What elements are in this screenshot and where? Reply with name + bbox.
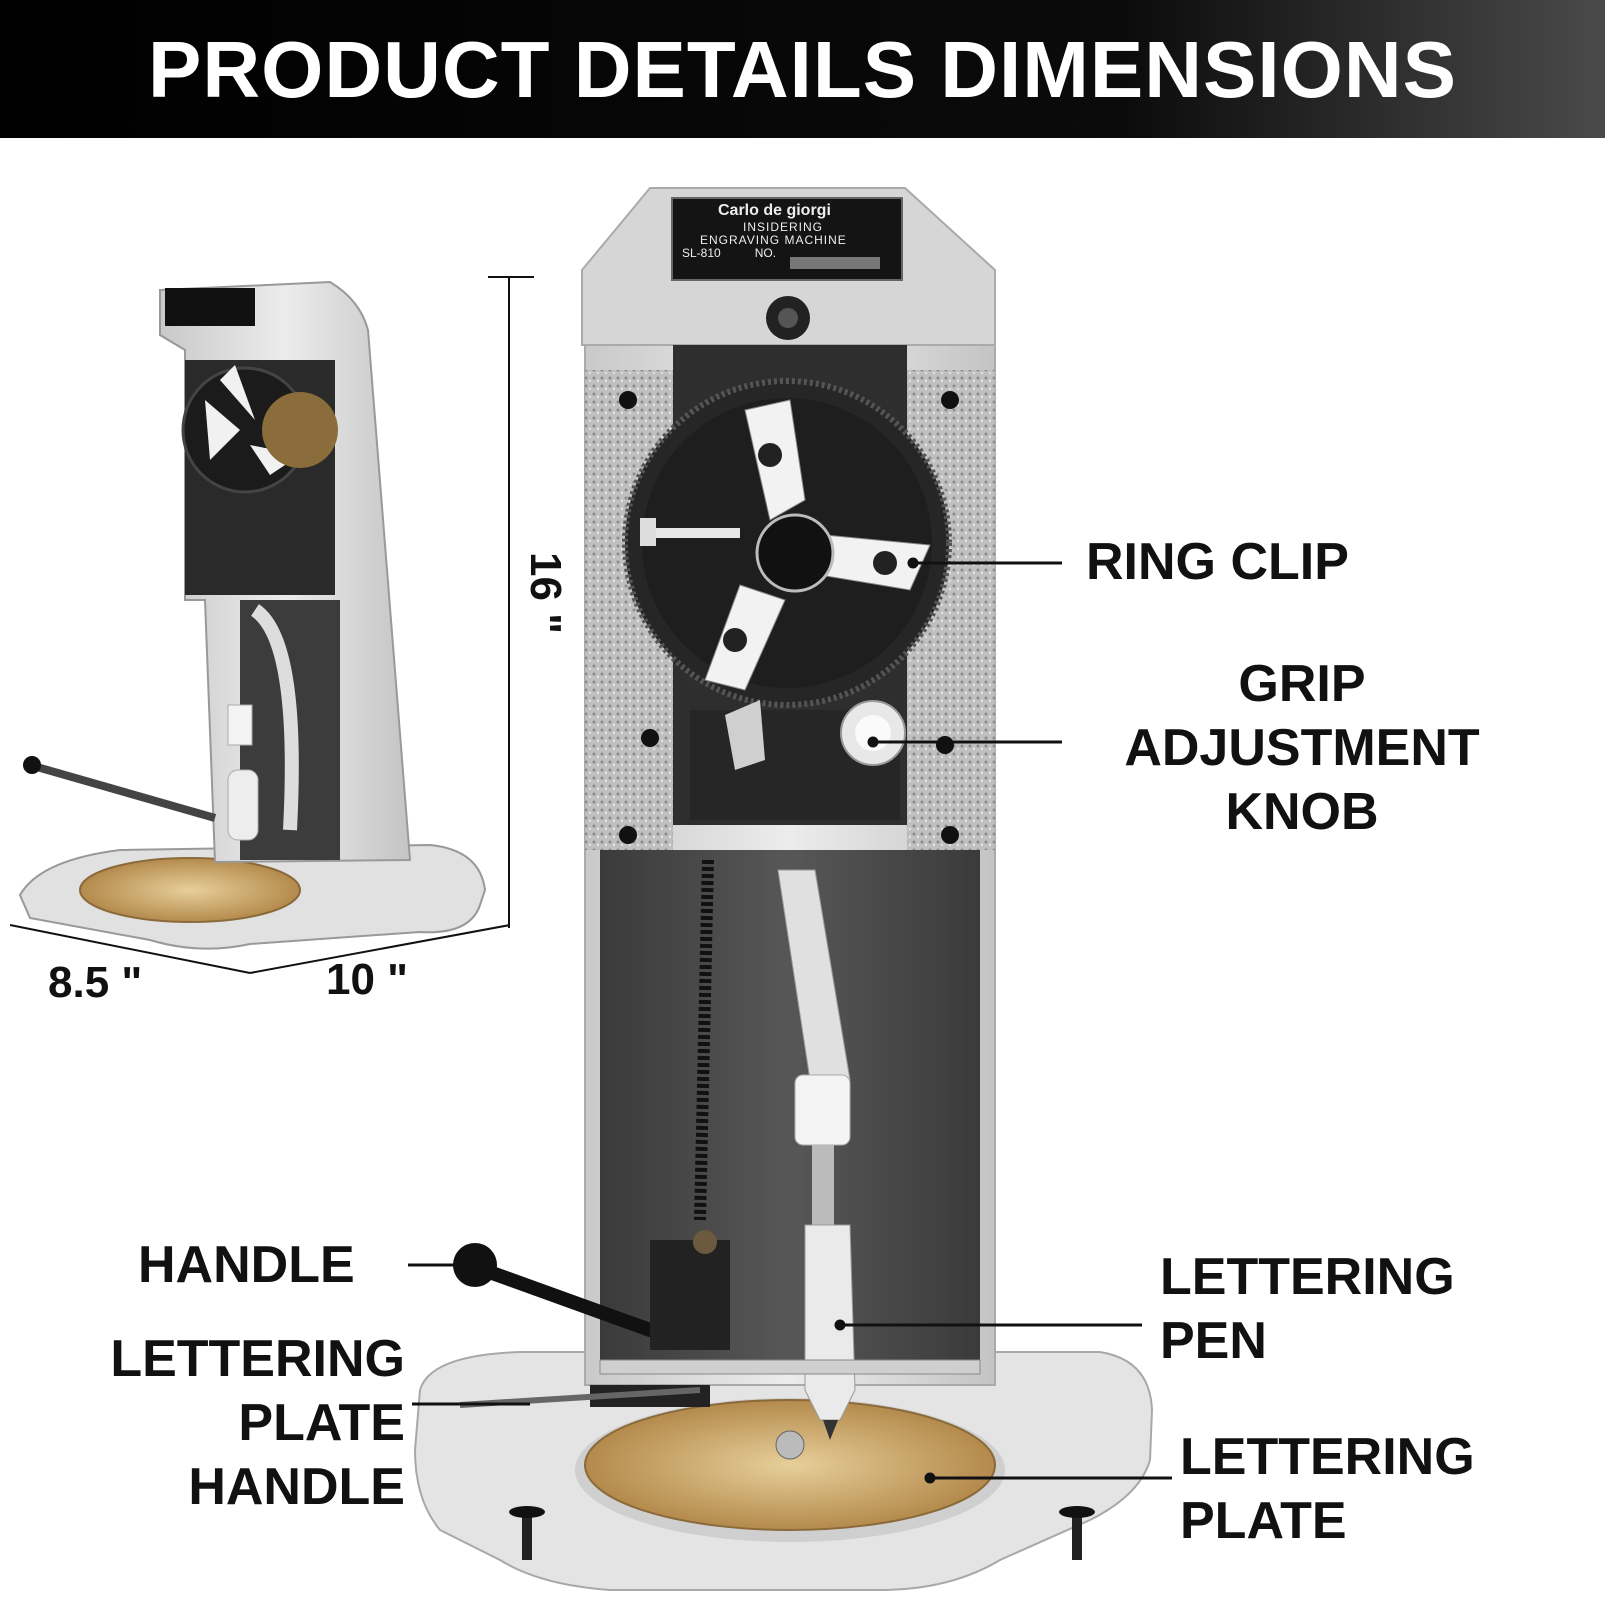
page-title: PRODUCT DETAILS DIMENSIONS: [147, 25, 1457, 114]
callout-grip-line-1: GRIP: [1238, 655, 1366, 713]
nameplate-brand: Carlo de giorgi: [718, 202, 831, 219]
dimension-lines: [9, 276, 534, 974]
nameplate-number-label: NO.: [754, 246, 777, 260]
nameplate-line1: INSIDERING: [743, 220, 824, 234]
callout-grip-line-2: ADJUSTMENT: [1124, 719, 1480, 777]
callout-pen-line-1: LETTERING: [1160, 1248, 1455, 1306]
callout-plate-handle-line-1: LETTERING: [110, 1330, 405, 1388]
callout-plate-line-1: LETTERING: [1180, 1428, 1475, 1486]
callout-lettering-plate: LETTERING PLATE: [1180, 1425, 1475, 1553]
callout-lettering-pen: LETTERING PEN: [1160, 1245, 1455, 1373]
callout-lettering-plate-handle: LETTERING PLATE HANDLE: [20, 1327, 405, 1519]
callout-plate-handle-line-3: HANDLE: [188, 1458, 405, 1516]
callout-plate-line-2: PLATE: [1180, 1492, 1347, 1550]
dimension-depth-label: 8.5 ": [48, 958, 143, 1007]
dimension-height-label: 16 ": [521, 552, 570, 635]
leader-lines: [408, 557, 1172, 1484]
nameplate-text: Carlo de giorgi INSIDERING ENGRAVING MAC…: [678, 201, 898, 260]
nameplate-model: SL-810: [682, 246, 721, 260]
callout-handle: HANDLE: [138, 1236, 355, 1294]
callout-ring-clip: RING CLIP: [1086, 533, 1349, 591]
header-banner: PRODUCT DETAILS DIMENSIONS: [0, 0, 1605, 138]
callout-pen-line-2: PEN: [1160, 1312, 1267, 1370]
dimension-width-label: 10 ": [326, 955, 409, 1004]
large-machine: [413, 187, 1154, 1591]
nameplate-line2: ENGRAVING MACHINE: [700, 233, 847, 247]
callout-grip-adjustment-knob: GRIP ADJUSTMENT KNOB: [1082, 652, 1522, 844]
small-machine: [18, 280, 487, 950]
callout-plate-handle-line-2: PLATE: [238, 1394, 405, 1452]
callout-grip-line-3: KNOB: [1225, 783, 1379, 841]
